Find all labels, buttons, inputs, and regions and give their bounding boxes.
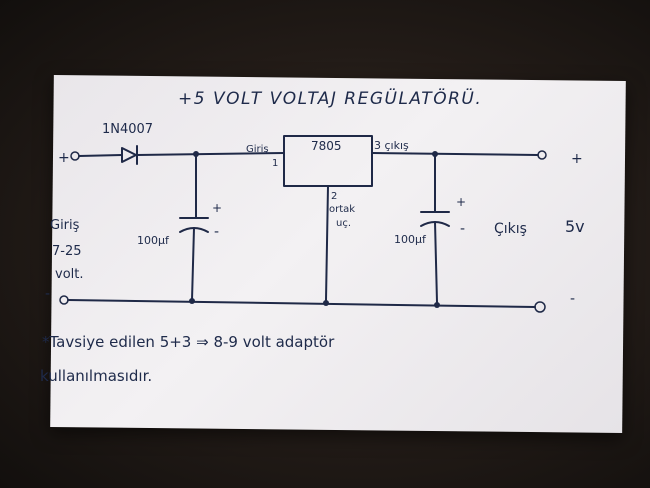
regulator-pin2-name2: uç. [336,218,351,229]
wire-regulator-common [325,185,329,301]
note-line2: kullanılmasıdır. [40,367,152,385]
junction-output-cap-bottom [434,302,440,308]
output-voltage: 5v [565,217,585,236]
schematic-title: +5 VOLT VOLTAJ REGÜLATÖRÜ. [178,87,482,109]
input-plus-sign: + [58,150,70,166]
regulator-pin2-num: 2 [331,191,337,202]
input-label-line1: Giriş [50,218,80,233]
output-label: Çıkış [494,221,527,237]
input-label-line3: volt. [55,267,84,282]
input-cap-plus: + [212,201,222,215]
regulator-pin2-name: ortak [329,204,355,215]
wire-diode-to-regulator [136,152,285,156]
wire-output-cap-bottom [434,221,438,303]
regulator-label: 7805 [311,139,342,153]
junction-input-cap-bottom [189,298,195,304]
regulator-pin1-name: Giriş [246,144,269,155]
input-label-line2: 7-25 [52,244,82,259]
regulator-pin3-label: 3 çıkış [374,139,409,152]
diode-label: 1N4007 [102,122,153,137]
output-minus-terminal [534,301,546,313]
input-cap-value: 100µf [137,234,170,247]
input-plus-terminal [70,151,80,161]
diode-symbol [121,145,138,165]
output-minus-sign: - [570,291,575,307]
input-cap-minus: - [214,224,219,240]
note-line1: *Tavsiye edilen 5+3 ⇒ 8-9 volt adaptör [42,333,335,351]
input-minus-terminal [59,295,69,305]
wire-input-cap-bottom [191,227,195,301]
regulator-pin1-num: 1 [272,158,278,169]
wire-ground-rail [67,299,536,308]
output-plus-sign: + [571,151,583,167]
output-cap-value: 100µf [394,233,427,246]
input-minus-sign: - [45,286,50,302]
wire-regulator-to-output [371,152,539,156]
wire-input-to-diode [78,154,123,157]
output-cap-minus: - [460,221,465,237]
output-cap-plus: + [456,195,466,209]
output-plus-terminal [537,150,547,160]
junction-regulator-common [323,300,329,306]
